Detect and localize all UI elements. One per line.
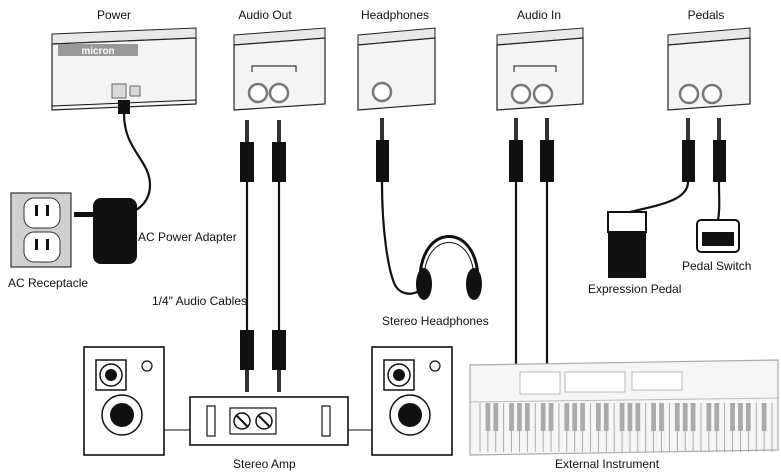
external-instrument-label: External Instrument — [555, 457, 660, 471]
adapter-body — [93, 198, 137, 264]
external-instrument — [469, 359, 779, 456]
section-title-pedals: Pedals — [688, 8, 725, 22]
ac-receptacle-label: AC Receptacle — [8, 276, 88, 290]
pedal-switch — [696, 219, 740, 253]
keyboard-keys — [479, 403, 773, 452]
black-key — [580, 403, 585, 431]
black-key — [651, 403, 656, 431]
black-key — [682, 403, 688, 431]
expression-pedal-cable — [629, 118, 695, 214]
black-key — [572, 403, 578, 431]
power-switch[interactable] — [111, 83, 127, 99]
pedal-jack-switch — [701, 83, 723, 105]
audio-in-jack-left — [510, 83, 532, 105]
audio-in-jack-right — [532, 83, 554, 105]
black-key — [627, 403, 633, 431]
black-key — [596, 403, 601, 431]
audio-out-panel — [233, 27, 326, 111]
power-panel: micron — [51, 27, 197, 111]
audio-cable-left — [240, 120, 254, 392]
stereo-headphones-label: Stereo Headphones — [382, 314, 489, 328]
section-title-headphones: Headphones — [361, 8, 429, 22]
black-key — [659, 403, 664, 431]
pedal-switch-label: Pedal Switch — [682, 259, 751, 273]
black-key — [548, 403, 554, 431]
expression-pedal — [607, 211, 647, 278]
headphones-cable — [376, 118, 429, 295]
black-key — [524, 403, 530, 431]
audio-out-jack-right — [268, 82, 290, 104]
black-key — [564, 403, 570, 431]
black-key — [635, 403, 641, 431]
black-key — [619, 403, 625, 431]
power-jack — [129, 85, 141, 97]
black-key — [745, 403, 751, 431]
black-key — [738, 403, 743, 431]
black-key — [485, 403, 491, 431]
stereo-headphones — [416, 235, 482, 300]
black-key — [674, 403, 680, 431]
stereo-amp-label: Stereo Amp — [233, 457, 296, 471]
audio-in-panel — [496, 27, 584, 111]
micron-logo — [58, 44, 138, 56]
black-key — [714, 403, 720, 431]
black-key — [603, 403, 609, 431]
black-key — [690, 403, 696, 431]
black-key — [706, 403, 712, 431]
black-key — [730, 403, 735, 431]
audio-cables-label: 1/4" Audio Cables — [152, 294, 247, 308]
black-key — [540, 403, 546, 431]
pedal-jack-expression — [678, 83, 700, 105]
expression-pedal-label: Expression Pedal — [588, 282, 681, 296]
audio-in-cable-right — [540, 118, 554, 364]
pedals-panel — [667, 27, 751, 111]
audio-out-jack-left — [247, 82, 269, 104]
black-key — [517, 403, 522, 431]
speaker-right — [371, 346, 453, 456]
speaker-left — [83, 346, 165, 456]
ac-receptacle — [10, 192, 72, 268]
black-key — [493, 403, 499, 431]
headphones-jack — [371, 81, 393, 103]
audio-in-cable-left — [509, 118, 523, 364]
headphones-panel — [357, 27, 436, 111]
stereo-amp — [189, 396, 349, 446]
logo-text: micron — [81, 46, 114, 57]
section-title-audio-in: Audio In — [517, 8, 561, 22]
section-title-audio-out: Audio Out — [238, 8, 292, 22]
black-key — [761, 403, 767, 431]
ac-power-adapter — [74, 198, 137, 264]
power-cable — [118, 100, 152, 214]
section-title-power: Power — [97, 8, 131, 22]
pedal-switch-cable — [713, 118, 726, 221]
black-key — [509, 403, 514, 431]
audio-cable-right — [272, 120, 286, 392]
ac-power-adapter-label: AC Power Adapter — [138, 230, 237, 244]
